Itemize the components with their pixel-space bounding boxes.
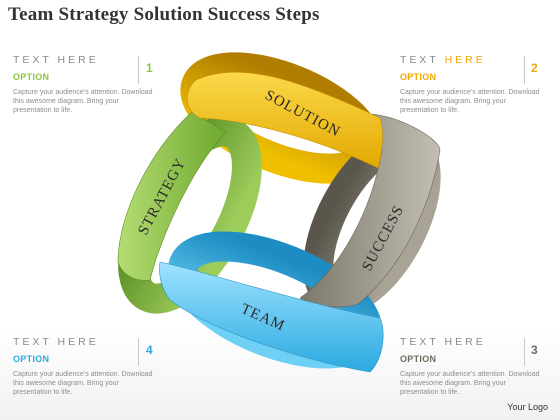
text-box-3: TEXT HERE OPTION Capture your audience’s… [400,336,550,397]
ring-team-front [159,261,384,373]
box-1-description: Capture your audience’s attention. Downl… [13,89,153,114]
logo-text: Your Logo [507,402,548,412]
text-box-1: TEXT HERE OPTION Capture your audience’s… [13,54,163,115]
box-3-header: TEXT HERE [400,336,486,348]
ring-success-front [299,113,441,307]
box-1-header: TEXT HERE [13,54,99,66]
box-2-description: Capture your audience’s attention. Downl… [400,89,540,114]
ring-solution-front [187,71,383,169]
box-4-number: 4 [146,343,153,357]
text-box-4: TEXT HERE OPTION Capture your audience’s… [13,336,163,397]
box-4-description: Capture your audience’s attention. Downl… [13,371,153,396]
box-3-option: OPTION [400,354,437,364]
page-title: Team Strategy Solution Success Steps [8,4,320,25]
text-box-2: TEXT HERE OPTION Capture your audience’s… [400,54,550,115]
box-1-divider [138,56,139,84]
box-3-description: Capture your audience’s attention. Downl… [400,371,540,396]
box-3-divider [524,338,525,366]
box-4-divider [138,338,139,366]
box-1-option: OPTION [13,72,50,82]
box-3-number: 3 [531,343,538,357]
ring-strategy-front [117,111,227,281]
box-1-number: 1 [146,61,153,75]
box-2-option: OPTION [400,72,437,82]
box-4-option: OPTION [13,354,50,364]
box-2-header: TEXT HERE [400,54,486,66]
box-4-header: TEXT HERE [13,336,99,348]
box-2-number: 2 [531,61,538,75]
box-2-divider [524,56,525,84]
